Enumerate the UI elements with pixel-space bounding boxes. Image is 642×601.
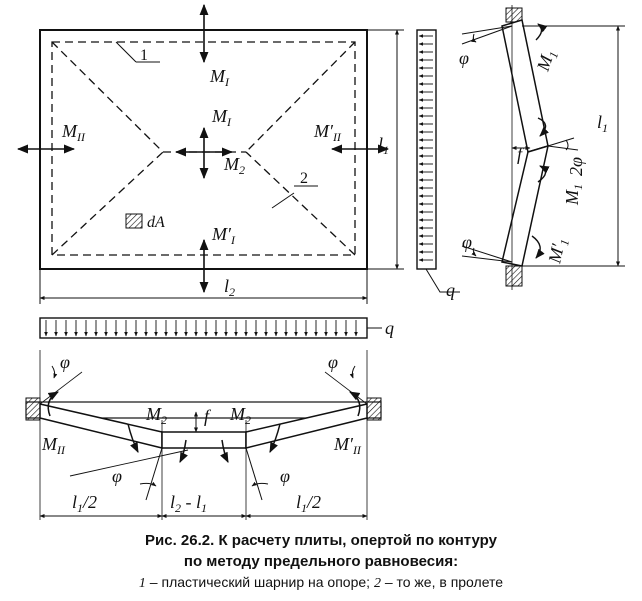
label-dim-l1: l1 (378, 134, 389, 157)
callout-2-leader (271, 192, 295, 209)
callout-2-label: 2 (300, 170, 308, 187)
two-phi-arc (565, 139, 569, 151)
support-right (366, 397, 382, 421)
caption-title: Рис. 26.2. К расчету плиты, опертой по к… (145, 532, 497, 549)
label-dim-right: l1/2 (296, 492, 321, 515)
m1-mid-rotation-lower (537, 165, 550, 183)
m1-top-rotation-arrow (535, 23, 548, 41)
phi-bottom-ray (461, 245, 513, 263)
label-phi-low-left: φ (112, 466, 122, 486)
label-f-right: f (517, 144, 525, 164)
label-m2: M2 (223, 154, 245, 177)
two-phi-ray (547, 145, 579, 151)
label-dim-mid: l2 - l1 (170, 492, 207, 515)
vertical-load-leader (425, 268, 460, 293)
label-phi-bottom: φ (462, 232, 472, 252)
support-left (25, 397, 41, 421)
m2-left-rotation-b (179, 439, 188, 463)
label-m1-mid: M1 (562, 184, 585, 206)
label-m-bottom: M′I (211, 224, 236, 247)
two-phi-ray-2 (547, 137, 575, 147)
label-m-center: MI (211, 106, 232, 129)
m1-mid-rotation-upper (537, 117, 550, 137)
phi-bottom-ray-2 (461, 255, 513, 263)
m2-right-rotation-b (269, 423, 281, 453)
phi-low-left-arc (139, 481, 157, 487)
label-m2-left: M2 (145, 404, 167, 427)
phi-top-ray-2 (461, 25, 513, 35)
label-m-left-bottom: MII (41, 434, 66, 457)
legend-number-2: 2 (373, 576, 381, 591)
horizontal-load-strip (39, 317, 368, 339)
section-right: φ M1 2φ f M1 M′1 φ l1 (459, 5, 625, 290)
dimension-l1-right (522, 25, 625, 267)
plan-view: 1 2 MI MI M2 MII M′II M′I dA l1 (16, 3, 404, 304)
callout-1-leader (115, 41, 137, 63)
m2-left-rotation-a (127, 423, 139, 453)
m-right-rotation (349, 391, 361, 417)
support-bottom (505, 265, 523, 287)
da-hatched-element (125, 213, 143, 229)
legend-text-2: – то же, в пролете (380, 574, 504, 590)
vertical-load-strip (416, 29, 437, 270)
label-m1-top: M1 (532, 47, 561, 75)
m2-right-rotation-a (220, 439, 229, 463)
legend-text-1: – пластический шарнир на опоре; (145, 574, 374, 590)
slab-segment-lower (501, 144, 550, 267)
m-left-rotation (47, 391, 59, 417)
phi-low-right-ray (245, 447, 263, 501)
label-m-left: MII (61, 121, 86, 144)
deformed-segment-left (39, 403, 163, 449)
m1-bottom-rotation-arrow (531, 235, 545, 259)
phi-bottom-arc (471, 247, 477, 257)
phi-left-upper-arc (51, 365, 58, 379)
label-f-bottom: f (204, 406, 212, 426)
label-phi-left: φ (60, 352, 70, 372)
dimension-l2 (39, 269, 368, 304)
moment-arrows (16, 3, 390, 294)
phi-right-upper-arc (349, 365, 356, 379)
deformed-segment-middle (161, 431, 247, 449)
label-phi-low-right: φ (280, 466, 290, 486)
caption-subtitle: по методу предельного равновесия: (183, 553, 459, 570)
label-phi-right: φ (328, 352, 338, 372)
slab-segment-upper (501, 19, 549, 153)
phi-top-arc (471, 33, 477, 43)
label-q-horizontal: q (385, 318, 394, 338)
phi-top-ray (461, 25, 513, 45)
label-da: dA (147, 214, 165, 231)
label-phi-top: φ (459, 48, 469, 68)
label-l1-right: l1 (597, 112, 608, 135)
phi-low-left-ray-2 (69, 449, 189, 477)
label-m-right: M′II (313, 121, 342, 144)
label-q-vertical: q (446, 280, 455, 300)
callout-1-label: 1 (140, 47, 148, 64)
caption-legend: 1 – пластический шарнир на опоре; 2 – то… (0, 574, 642, 592)
slab-diagram: 1 2 MI MI M2 MII M′II M′I dA l1 (16, 3, 625, 520)
label-m-right-bottom: M′II (333, 434, 362, 457)
label-two-phi: 2φ (566, 157, 586, 176)
phi-low-right-arc (251, 481, 269, 487)
label-m1-bottom: M′1 (544, 236, 572, 266)
undeformed-slab (25, 401, 382, 419)
vertical-load: q (416, 29, 460, 300)
label-m-top: MI (209, 66, 230, 89)
section-bottom: q φ φ MII M′II (25, 317, 394, 520)
dimension-l1 (367, 29, 404, 270)
legend-number-1: 1 (138, 576, 146, 591)
label-m2-right: M2 (229, 404, 251, 427)
label-dim-left: l1/2 (72, 492, 97, 515)
horizontal-load-arrows (44, 320, 358, 337)
support-top (505, 7, 523, 23)
vertical-load-arrows (418, 34, 433, 262)
label-dim-l2: l2 (224, 276, 235, 299)
